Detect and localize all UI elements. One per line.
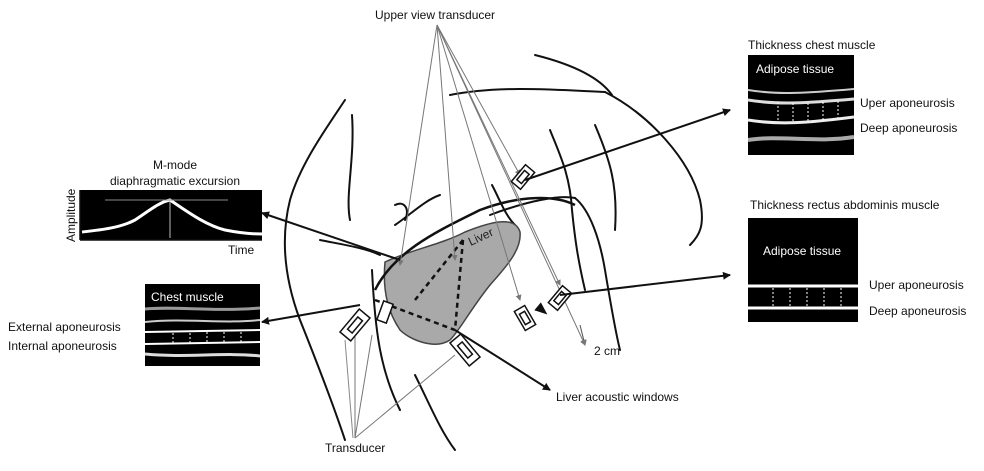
liver-shape	[383, 220, 521, 345]
small-hook	[394, 202, 408, 221]
rib-line-left	[319, 239, 381, 256]
rectus-deep-aponeurosis-label: Deep aponeurosis	[869, 304, 967, 318]
torso-left-curve	[283, 99, 346, 441]
mmode-plot: Amplitude	[64, 188, 263, 242]
torso-right-curve	[604, 91, 703, 246]
rectus-thickness-panel: Adipose tissue	[748, 218, 858, 322]
probe-left-upper	[338, 307, 372, 343]
rib-line-right	[489, 196, 576, 216]
body-outline	[283, 54, 703, 451]
bottom-transducer-rays	[354, 320, 456, 439]
acoustic-window-lines	[374, 239, 465, 332]
time-axis-label: Time	[228, 243, 255, 257]
rectus-thickness-lines	[748, 284, 858, 310]
two-cm-label: 2 cm	[594, 344, 621, 358]
internal-aponeurosis-label: Internal aponeurosis	[8, 339, 117, 353]
probe-right	[547, 284, 573, 312]
liver-acoustic-windows-label: Liver acoustic windows	[556, 390, 679, 404]
transducer-leader-lines	[344, 339, 354, 439]
probe-small-arrow	[534, 302, 548, 315]
rectus-uper-aponeurosis-label: Uper aponeurosis	[869, 278, 964, 292]
probe-mid	[513, 304, 537, 332]
lower-belly-line	[414, 374, 456, 451]
thickness-chest-muscle-label: Thickness chest muscle	[748, 38, 876, 52]
chest-muscle-inner-label: Chest muscle	[151, 290, 224, 304]
external-aponeurosis-label: External aponeurosis	[8, 320, 121, 334]
upper-view-transducer-label: Upper view transducer	[375, 8, 496, 22]
rib-line-center	[394, 194, 441, 226]
chest-uper-aponeurosis-label: Uper aponeurosis	[860, 96, 955, 110]
chest-muscle-panel: Chest muscle	[145, 284, 260, 366]
probe-left-lower	[375, 299, 395, 325]
chest-thickness-lines	[748, 88, 854, 142]
neck-line	[534, 54, 613, 96]
pointer-arrows	[261, 108, 731, 391]
probe-bottom	[448, 332, 482, 368]
transducer-probes	[338, 163, 573, 368]
transducer-label: Transducer	[325, 441, 386, 455]
mmode-title-1: M-mode	[152, 158, 197, 172]
chest-thickness-panel: Adipose tissue	[748, 55, 854, 155]
rectus-thickness-inner-label: Adipose tissue	[763, 244, 842, 258]
left-inner-line	[347, 114, 354, 221]
chest-thickness-inner-label: Adipose tissue	[756, 62, 835, 76]
sternum-line	[491, 184, 516, 226]
left-lower-line	[371, 269, 401, 411]
chest-muscle-lines	[145, 306, 260, 358]
thickness-rectus-label: Thickness rectus abdominis muscle	[750, 198, 940, 212]
probe-upper	[510, 163, 536, 191]
inner-right-line	[594, 124, 617, 231]
amplitude-label: Amplitude	[64, 188, 78, 242]
mmode-title-2: diaphragmatic excursion	[109, 174, 241, 188]
right-flank-line	[549, 129, 586, 291]
upper-view-rays	[397, 24, 586, 346]
right-ribcage	[574, 197, 621, 351]
chest-deep-aponeurosis-label: Deep aponeurosis	[860, 121, 958, 135]
